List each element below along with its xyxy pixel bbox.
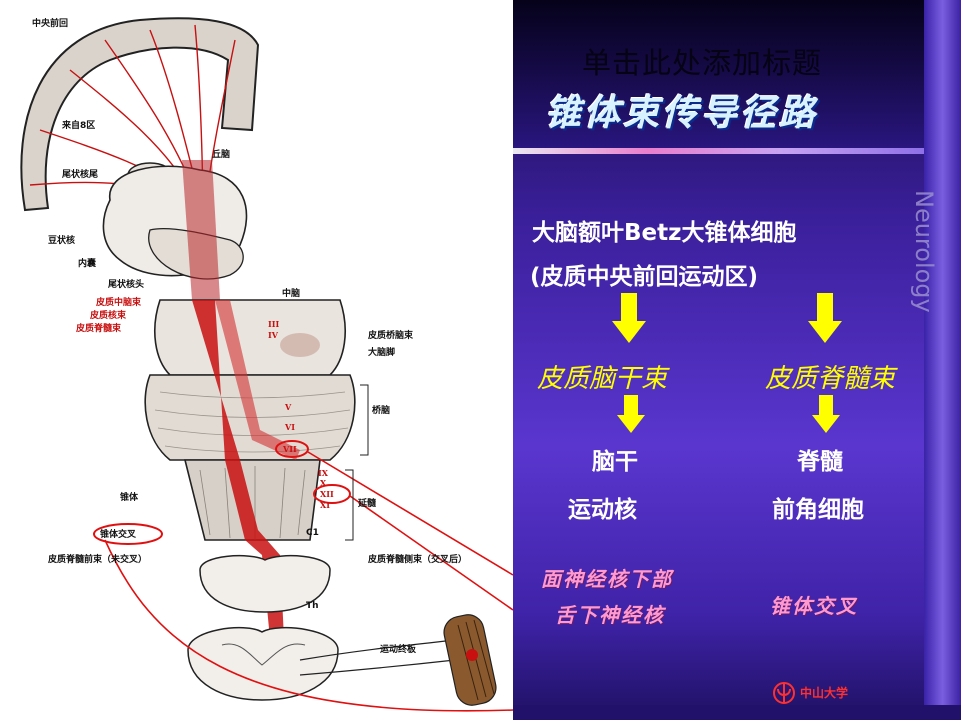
label-midbrain: 中脑: [282, 287, 300, 299]
slide-title: 锥体束传导径路: [545, 93, 819, 134]
anatomy-figure: 中央前回 来自8区 尾状核尾 丘脑 豆状核 内囊 尾状核头 皮质中脑束 皮质核束…: [20, 17, 513, 712]
right-decor-strip: [924, 0, 961, 720]
note-facial-nucleus: 面神经核下部: [541, 567, 673, 591]
corticobulbar-tract: [215, 300, 300, 460]
label-nerve-v: V: [284, 402, 292, 412]
label-nerve-xi: XI: [320, 500, 330, 510]
university-logo-text: 中山大学: [800, 686, 849, 700]
label-corticopontine-tract: 皮质桥脑束: [367, 329, 414, 341]
label-pyramid: 锥体: [120, 491, 139, 503]
label-nerve-ix: IX: [318, 468, 329, 478]
midbrain-shape: [154, 299, 346, 376]
internal-capsule-bundle: [182, 160, 220, 300]
title-band: [513, 0, 961, 150]
note-hypoglossal-nucleus: 舌下神经核: [555, 603, 665, 627]
label-medulla: 延髓: [357, 497, 377, 509]
university-logo: 中山大学: [772, 681, 922, 705]
tract-corticospinal: 皮质脊髓束: [765, 364, 896, 394]
hypoglossal-nucleus-circle: [313, 484, 351, 504]
label-cerebral-peduncle: 大脑脚: [368, 346, 395, 358]
muscle-fiber: [443, 614, 497, 706]
label-caudate-head: 尾状核头: [107, 278, 144, 290]
note-pyramidal-decussation: 锥体交叉: [770, 594, 858, 618]
motor-nerve-2: [299, 659, 456, 676]
pons-bracket: [360, 384, 369, 456]
label-from-area8: 来自8区: [61, 119, 95, 131]
medulla-striations: [199, 466, 306, 540]
label-precentral: 中央前回: [32, 17, 68, 29]
label-c1: C1: [306, 528, 319, 538]
pyramidal-tract-illustration: 中央前回 来自8区 尾状核尾 丘脑 豆状核 内囊 尾状核头 皮质中脑束 皮质核束…: [0, 0, 513, 720]
brainstem-label: 脑干: [592, 449, 638, 475]
motor-nerve: [299, 639, 456, 661]
anterior-horn-label: 前角细胞: [772, 497, 864, 523]
down-arrow-icon: [812, 395, 840, 433]
label-nerve-iv: IV: [268, 330, 279, 340]
decussation-pointer-line: [104, 539, 513, 712]
label-corticopontine: 皮质核束: [89, 309, 127, 321]
facial-nucleus-circle: [275, 440, 309, 458]
spinal-cord-label: 脊髓: [797, 449, 843, 475]
pathway-origin-sub: (皮质中央前回运动区): [530, 264, 759, 290]
decussation-circle: [93, 523, 163, 545]
medulla-shape: [183, 459, 321, 541]
gray-matter-outline: [221, 643, 306, 666]
brand-watermark: Neurology: [910, 190, 938, 313]
medulla-bracket: [345, 469, 354, 541]
label-motor-endplate: 运动终板: [380, 643, 417, 655]
cortex-gyrus: [20, 17, 260, 212]
label-thalamus: 丘脑: [212, 148, 230, 160]
label-lentiform: 豆状核: [48, 234, 75, 246]
down-arrow-icon: [808, 293, 842, 343]
label-nerve-xii: XII: [320, 489, 334, 499]
university-emblem-icon: [773, 682, 795, 704]
spinal-section-upper: [199, 554, 331, 613]
pathway-origin: 大脑额叶Betz大锥体细胞: [532, 220, 797, 246]
label-lateral-tract: 皮质脊髓侧束（交叉后）: [367, 553, 467, 565]
cerebral-peduncle-shade: [280, 333, 320, 357]
label-corticomesencephalic: 皮质中脑束: [95, 296, 142, 308]
label-pons: 桥脑: [372, 404, 390, 416]
facial-pointer-line: [307, 451, 513, 576]
label-nerve-x: X: [320, 478, 327, 488]
label-corticospinal: 皮质脊髓束: [75, 322, 122, 334]
label-th: Th: [306, 601, 319, 611]
label-nerve-iii: III: [268, 319, 279, 329]
down-arrow-icon: [617, 395, 645, 433]
label-nerve-vi: VI: [284, 422, 295, 432]
label-decussation: 锥体交叉: [100, 528, 137, 540]
corticospinal-tract: [192, 300, 285, 660]
down-arrow-icon: [612, 293, 646, 343]
motor-nuclei-label: 运动核: [568, 497, 637, 523]
label-nerve-vii: VII: [282, 444, 297, 454]
accent-line: [513, 148, 961, 154]
tract-corticobulbar: 皮质脑干束: [537, 364, 668, 394]
label-internal-capsule: 内囊: [78, 257, 97, 269]
title-placeholder[interactable]: 单击此处添加标题: [582, 46, 823, 80]
hypoglossal-pointer-line: [349, 495, 513, 611]
label-anterior-tract: 皮质脊髓前束（未交叉）: [47, 553, 147, 565]
label-caudate-tail: 尾状核尾: [61, 168, 98, 180]
